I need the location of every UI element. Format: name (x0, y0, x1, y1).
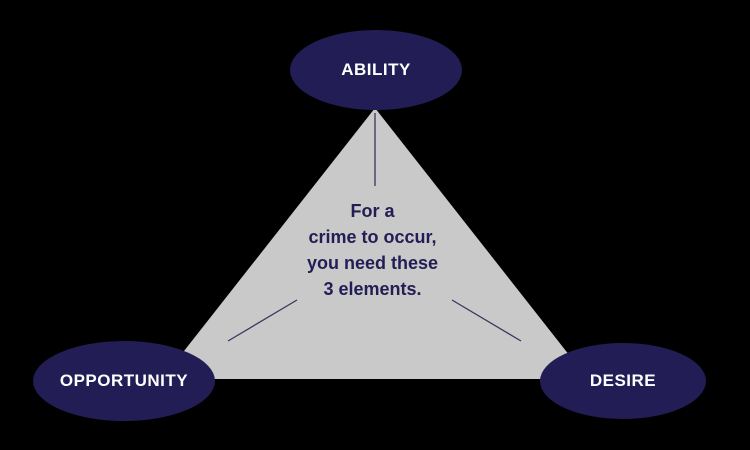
connector-bottom-left (227, 299, 298, 342)
node-opportunity: OPPORTUNITY (33, 341, 215, 421)
triangle-shape (162, 108, 588, 379)
center-caption-line-4: 3 elements. (323, 279, 422, 300)
center-caption-line-1: For a (350, 201, 395, 221)
connector-bottom-right (451, 299, 522, 342)
node-desire-label: DESIRE (589, 371, 657, 390)
node-ability: ABILITY (290, 30, 462, 110)
node-desire: DESIRE (540, 343, 706, 419)
center-caption: For a crime to occur, you need these 3 e… (245, 198, 500, 302)
center-caption-line-2: crime to occur, (308, 227, 437, 248)
node-ability-label: ABILITY (341, 60, 411, 79)
center-caption-line-3: you need these (306, 253, 439, 274)
node-opportunity-label: OPPORTUNITY (59, 371, 189, 390)
